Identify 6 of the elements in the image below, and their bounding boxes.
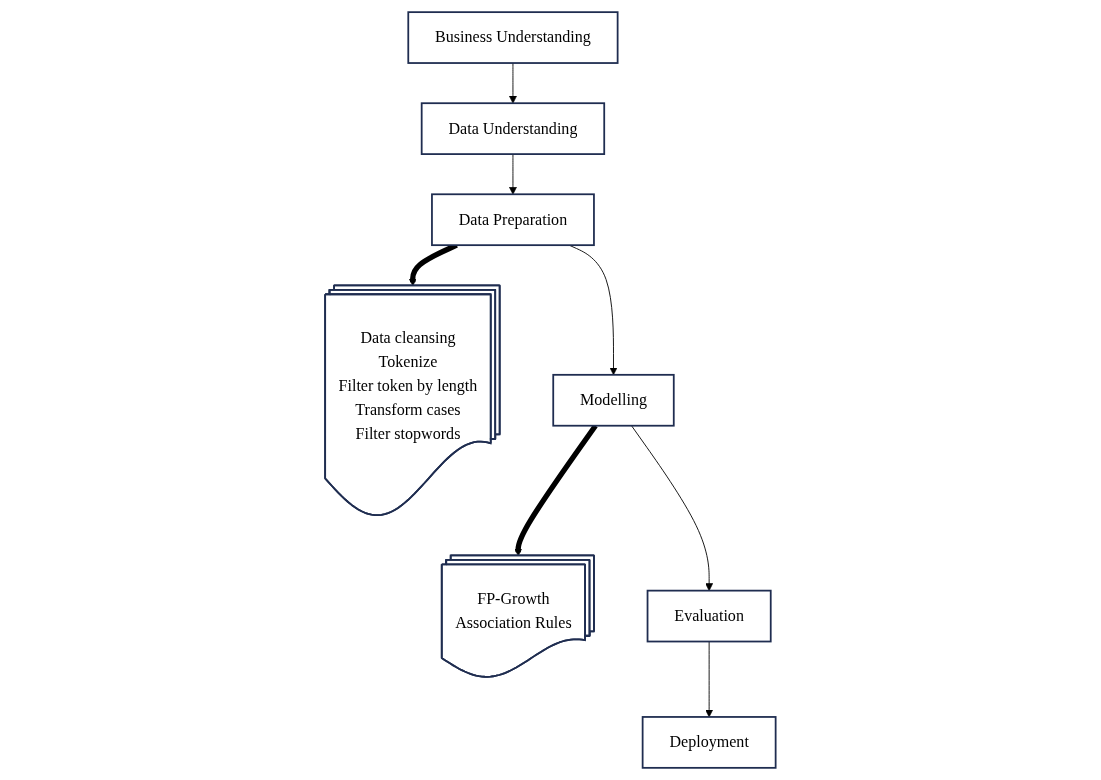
node-box: Evaluation: [646, 589, 772, 643]
node-box: Modelling: [552, 373, 675, 427]
node-box: Deployment: [641, 716, 777, 769]
node-box: Data Preparation: [431, 193, 595, 247]
node-box: Business Understanding: [407, 11, 619, 64]
node-box: Data Understanding: [420, 102, 606, 155]
